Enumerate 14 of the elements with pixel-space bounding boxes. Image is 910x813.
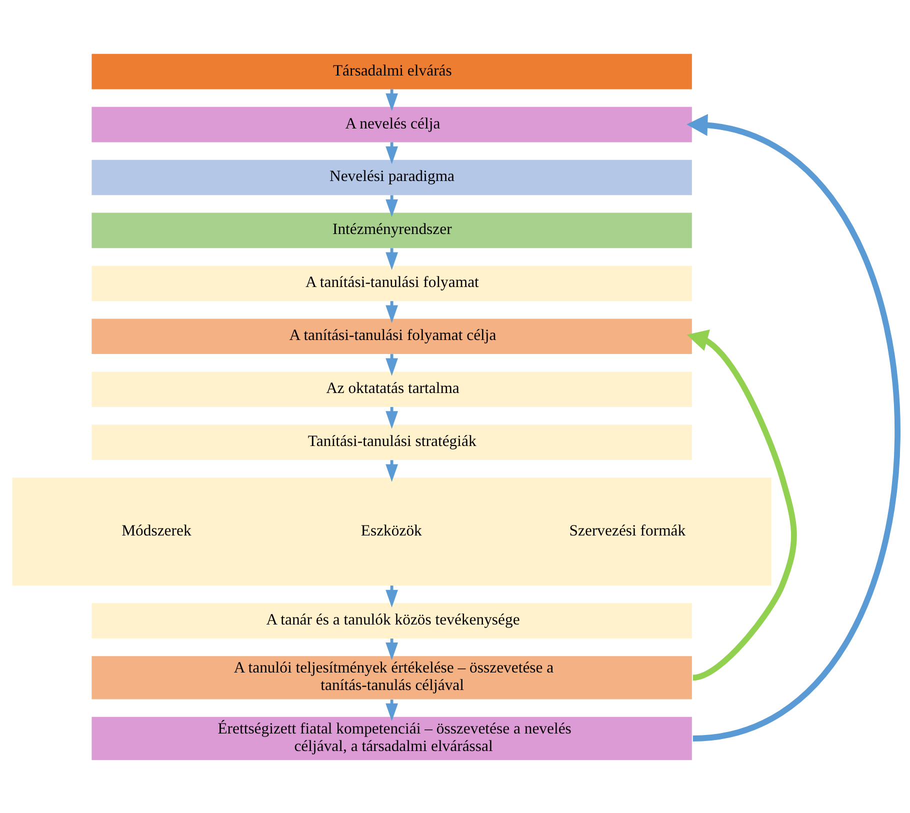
arrow — [686, 329, 797, 680]
node-box: Érettségizett fiatal kompetenciái – összevetése a nevelés céljával, a társadalmi elvárással — [92, 716, 692, 760]
arrow — [686, 113, 900, 741]
node-box: A tanár és a tanulók közös tevékenysége — [92, 602, 692, 638]
node-box: Módszerek Eszközök Szervezési formák — [12, 477, 772, 585]
node-box: Társadalmi elvárás — [92, 53, 692, 89]
node-box: Nevelési paradigma — [92, 159, 692, 195]
node-box: A tanulói teljesítmények értékelése – összevetése a tanítás-tanulás céljával — [92, 656, 692, 699]
node-box: A tanítási-tanulási folyamat célja — [92, 318, 692, 354]
node-box: Intézményrendszer — [92, 212, 692, 248]
node-box: Tanítási-tanulási stratégiák — [92, 424, 692, 460]
node-box: A tanítási-tanulási folyamat — [92, 265, 692, 301]
node-box: Az oktatatás tartalma — [92, 371, 692, 406]
node-box: A nevelés célja — [92, 106, 692, 142]
